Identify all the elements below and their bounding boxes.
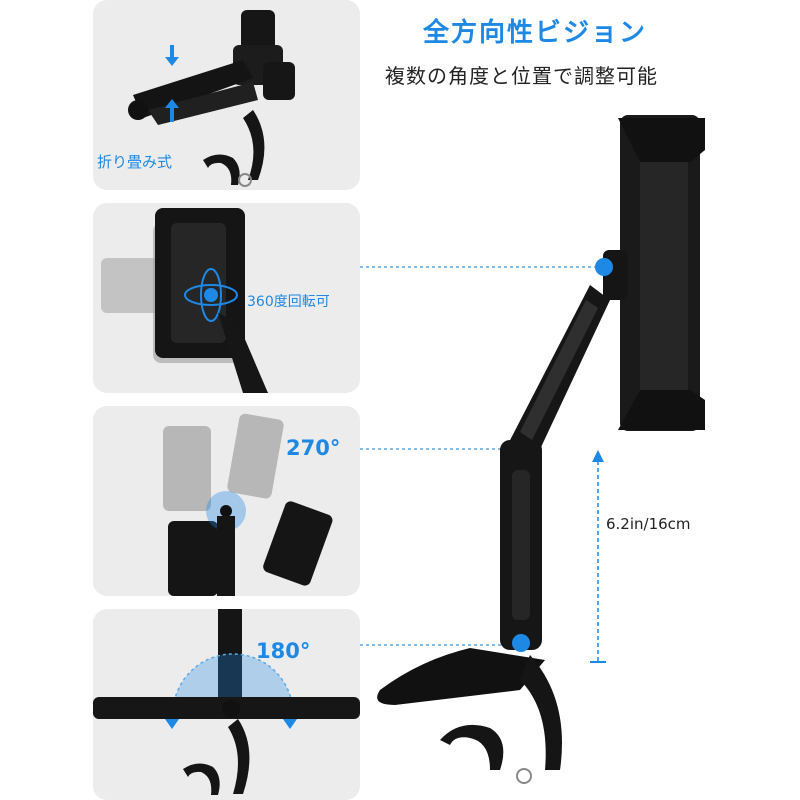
fold-arrow-down-icon [165,45,179,66]
panel-swing-180: 180° [93,609,360,800]
panel-foldable: 折り畳み式 [93,0,360,190]
joint-bottom-icon [512,634,530,652]
swing-angle-label: 180° [256,639,311,663]
tablet-holder [603,115,705,431]
upper-arm [505,285,610,460]
fold-label: 折り畳み式 [97,153,173,171]
visor-clip [377,648,562,784]
joint-top-icon [595,258,613,276]
rotate-illustration [101,208,268,393]
lower-arm [500,440,542,650]
fold-illustration [128,10,295,187]
headline: 全方向性ビジョン [422,18,647,48]
swing-illustration [93,609,360,795]
rotate-label: 360度回転可 [247,294,330,310]
rotation-orbit-icon [184,284,238,306]
panel-tilt-270: 270° [93,406,360,596]
tilt-illustration [163,413,333,596]
subheadline: 複数の角度と位置で調整可能 [385,64,658,88]
fold-arrow-up-icon [165,99,179,122]
panel-rotate-360: 360度回転可 [93,203,360,393]
height-dimension-label: 6.2in/16cm [606,515,691,533]
swing-arrow-left-icon [165,719,179,729]
dimension-arrow [590,450,606,663]
tilt-angle-label: 270° [286,436,341,460]
swing-arrow-right-icon [283,719,297,729]
